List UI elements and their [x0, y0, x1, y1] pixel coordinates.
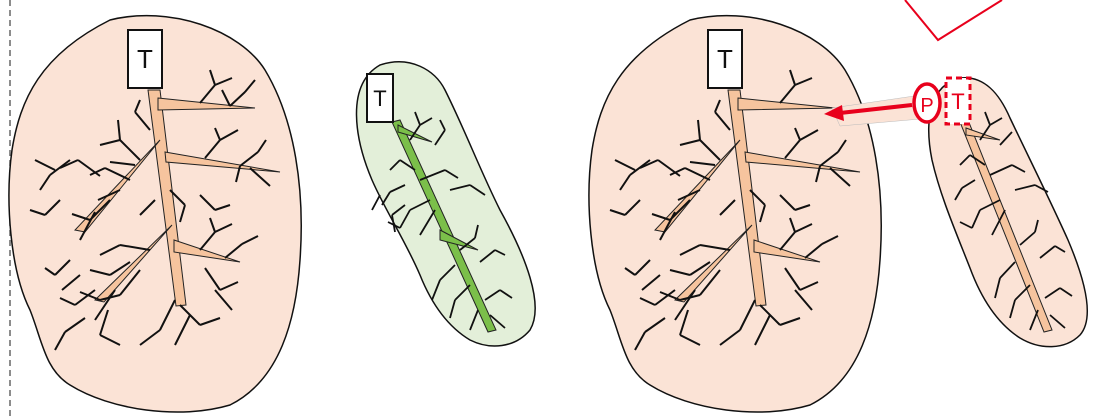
- right-host-tree: T: [589, 16, 881, 412]
- red-callout-box: [905, 0, 1002, 40]
- source-tag-label: T: [951, 89, 964, 114]
- p-marker-label: P: [920, 95, 933, 117]
- right-tag-label: T: [717, 44, 733, 74]
- left-host-tree: T: [9, 16, 301, 412]
- middle-tag-label: T: [373, 86, 386, 111]
- left-tag-label: T: [137, 44, 153, 74]
- middle-donor-tree: T: [356, 62, 535, 346]
